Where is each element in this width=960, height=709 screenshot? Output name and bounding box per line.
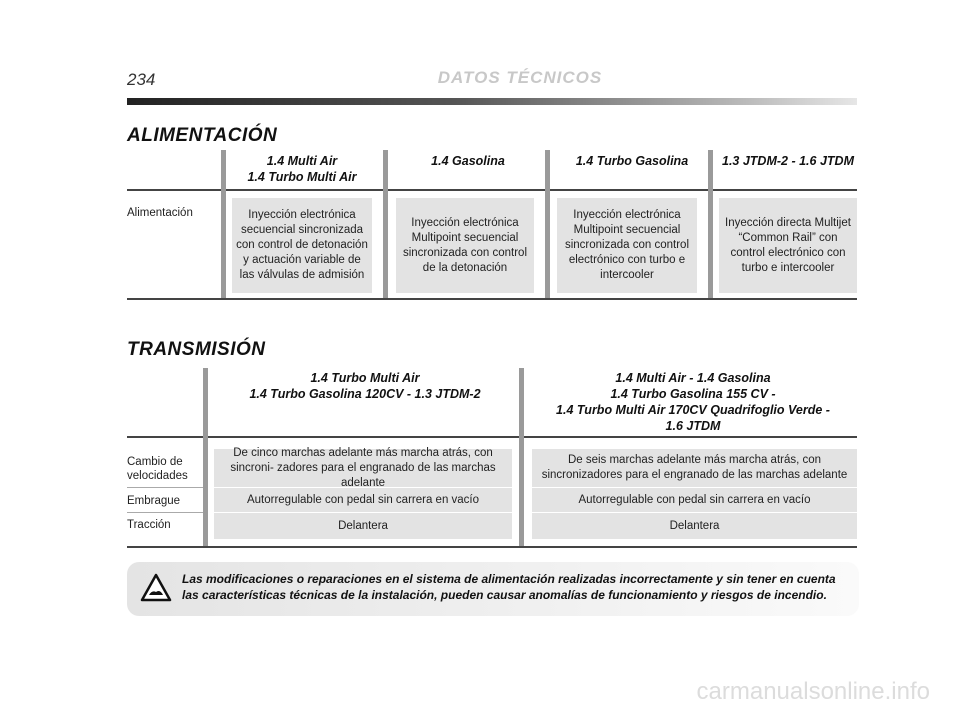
trans-cell-col2-traccion: Delantera [532,513,857,539]
alim-bottom-rule [127,298,857,300]
trans-divider-2 [519,368,524,546]
alim-cell-col4: Inyección directa Multijet “Common Rail”… [719,198,857,293]
trans-cell-col1-embrague: Autorregulable con pedal sin carrera en … [214,488,512,512]
alim-divider-1 [221,150,226,298]
trans-divider-1 [203,368,208,546]
alim-col2-header: 1.4 Gasolina [431,154,505,168]
alim-col1-header: 1.4 Multi Air 1.4 Turbo Multi Air [222,153,382,185]
section-title-alimentacion: ALIMENTACIÓN [127,125,278,146]
alim-divider-3 [545,150,550,298]
alim-row-label: Alimentación [127,207,193,219]
trans-col1-header-line1: 1.4 Turbo Multi Air [310,371,420,385]
alim-col1-header-line1: 1.4 Multi Air [266,154,338,168]
alim-divider-2 [383,150,388,298]
alim-cell-col3: Inyección electrónica Multipoint secuenc… [557,198,697,293]
trans-row-label-cambio: Cambio de velocidades [127,456,188,482]
alim-col4-header: 1.3 JTDM-2 - 1.6 JTDM [722,154,854,168]
trans-col1-header-line2: 1.4 Turbo Gasolina 120CV - 1.3 JTDM-2 [249,387,481,401]
page-number: 234 [127,70,156,89]
trans-bottom-rule [127,546,857,548]
row-separator-1 [127,487,203,488]
alim-divider-4 [708,150,713,298]
trans-cell-col2-embrague: Autorregulable con pedal sin carrera en … [532,488,857,512]
alim-col3-header: 1.4 Turbo Gasolina [575,154,689,168]
alim-cell-col2: Inyección electrónica Multipoint secuenc… [396,198,534,293]
trans-col2-header-line3: 1.4 Turbo Multi Air 170CV Quadrifoglio V… [556,403,830,417]
header-rule [127,98,857,105]
trans-col2-header-line4: 1.6 JTDM [665,419,721,433]
trans-header-rule [127,436,857,438]
trans-cell-col2-cambio: De seis marchas adelante más marcha atrá… [532,449,857,487]
alim-header-rule [127,189,857,191]
row-separator-2 [127,512,203,513]
alim-cell-col1: Inyección electrónica secuencial sincron… [232,198,372,293]
trans-col1-header: 1.4 Turbo Multi Air 1.4 Turbo Gasolina 1… [210,370,520,402]
trans-col2-header-line2: 1.4 Turbo Gasolina 155 CV - [610,387,776,401]
trans-cell-col1-cambio: De cinco marchas adelante más marcha atr… [214,447,512,489]
trans-row-label-embrague: Embrague [127,495,181,507]
trans-row-label-traccion: Tracción [127,519,171,531]
warning-text: Las modificaciones o reparaciones en el … [182,572,836,602]
watermark: carmanualsonline.info [696,678,930,705]
trans-cell-col1-traccion: Delantera [214,513,512,539]
running-title: DATOS TÉCNICOS [437,68,603,87]
section-title-transmision: TRANSMISIÓN [127,339,266,360]
trans-col2-header: 1.4 Multi Air - 1.4 Gasolina 1.4 Turbo G… [527,370,859,434]
alim-col1-header-line2: 1.4 Turbo Multi Air [247,170,357,184]
trans-col2-header-line1: 1.4 Multi Air - 1.4 Gasolina [615,371,771,385]
warning-triangle-icon [140,573,172,603]
warning-box [127,562,859,616]
